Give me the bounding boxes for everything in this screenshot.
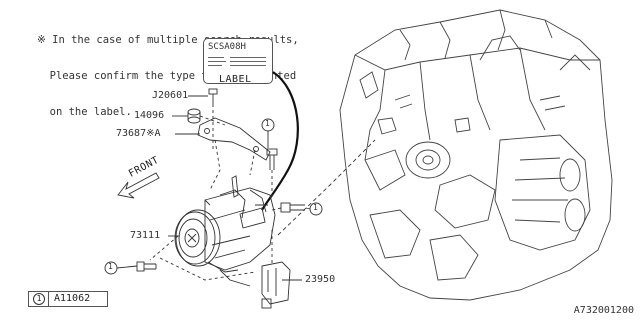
connector-harness [261, 71, 299, 211]
part-number-14096[interactable]: 14096 [134, 110, 165, 121]
bolt-j20601 [208, 88, 218, 150]
legend-box: 1 A11062 [28, 291, 108, 307]
bolt-upper [266, 148, 278, 200]
legend-symbol: 1 [33, 293, 45, 305]
front-arrow-icon [117, 172, 160, 199]
part-number-j20601[interactable]: J20601 [152, 90, 189, 101]
legend-part-number[interactable]: A11062 [54, 293, 91, 304]
part-number-73687[interactable]: 73687※A [116, 128, 161, 139]
bracket-23950 [261, 230, 291, 309]
label-line [230, 61, 266, 62]
engine-block [339, 9, 613, 301]
legend-divider [48, 292, 49, 306]
washer-14096 [187, 108, 226, 126]
label-code: SCSA08H [208, 42, 246, 52]
compressor-73111 [149, 175, 276, 287]
bolt-right [271, 202, 305, 213]
label-line [230, 57, 266, 58]
mount-dashed-line [277, 139, 376, 236]
label-line [208, 57, 224, 58]
bolt-lower-left [136, 261, 157, 272]
callout-symbol: 1 [313, 203, 318, 212]
label-caption: LABEL [219, 74, 252, 85]
callout-symbol: 1 [108, 262, 113, 271]
diagram-id: A732001200 [573, 305, 634, 316]
part-number-23950[interactable]: 23950 [305, 274, 336, 285]
label-line [208, 65, 222, 66]
label-tag: SCSA08H [203, 38, 273, 84]
note-line-3: on the label. [37, 106, 132, 118]
label-line [208, 61, 226, 62]
part-number-73111[interactable]: 73111 [130, 230, 161, 241]
callout-circles [104, 118, 323, 275]
callout-symbol: 1 [265, 119, 270, 128]
bracket-73687 [197, 117, 271, 191]
label-line [230, 65, 266, 66]
